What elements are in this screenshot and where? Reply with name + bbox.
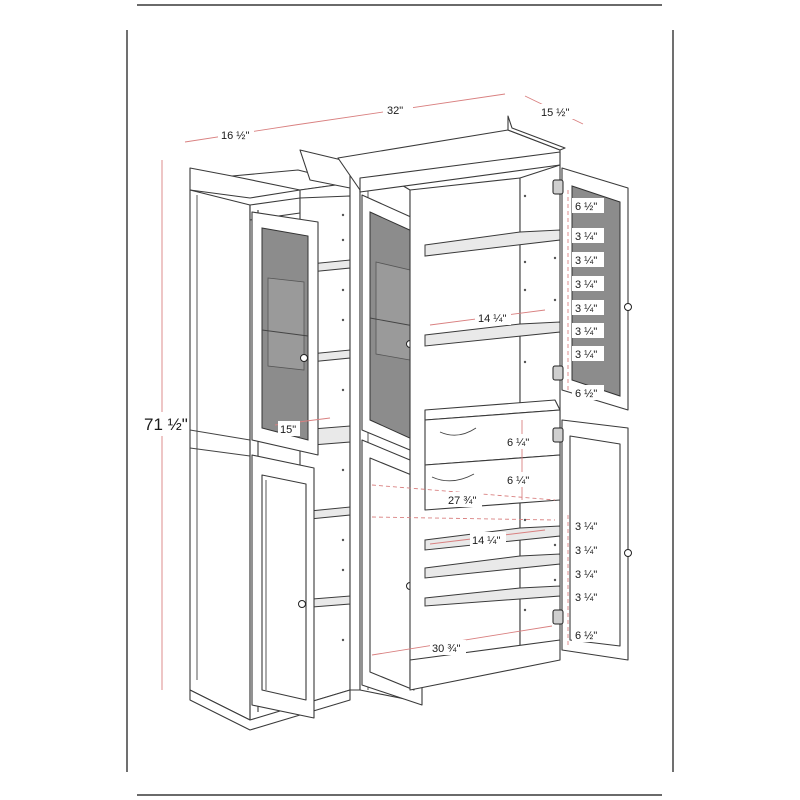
- shelf-pin-holes-main: [523, 194, 557, 612]
- drawer-lower: [424, 454, 561, 511]
- dim-label-upper-right: 6 ½": [575, 201, 597, 213]
- dim-label-lower-right: 3 ¼": [575, 521, 597, 533]
- dim-label-inner-30: 30 ¾": [432, 643, 460, 655]
- knob-icon: [298, 600, 306, 608]
- middle-cabinet: [299, 149, 423, 706]
- dim-label-upper-right: 6 ½": [575, 388, 597, 400]
- dim-label-shelf-upper: 14 ¼": [478, 313, 506, 325]
- dim-label-lower-right: 3 ¼": [575, 545, 597, 557]
- hinge-icon: [552, 427, 564, 443]
- hinge-icon: [552, 179, 564, 195]
- dim-label-upper-right: 3 ¼": [575, 255, 597, 267]
- dim-label-side: 16 ½": [221, 130, 249, 142]
- knob-icon: [624, 549, 632, 557]
- dim-label-upper-right: 3 ¼": [575, 326, 597, 338]
- left-solid-door: [251, 454, 315, 719]
- dim-label-lower-right: 3 ¼": [575, 592, 597, 604]
- middle-solid-door: [361, 439, 423, 706]
- dim-label-inner-27: 27 ¾": [448, 495, 476, 507]
- dim-label-upper-right: 3 ¼": [575, 231, 597, 243]
- left-cabinet: [189, 167, 351, 731]
- dim-label-height: 71 ½": [144, 415, 188, 434]
- middle-glass-door: [361, 194, 423, 456]
- dim-label-lower-right: 3 ¼": [575, 569, 597, 581]
- knob-icon: [300, 354, 308, 362]
- dimension-labels: 32" 15 ½" 16 ½" 71 ½" 15" 14 ¼" 14 ¼" 6 …: [142, 102, 604, 655]
- dim-label-glass-depth: 15": [280, 424, 296, 436]
- dim-label-drawer-b: 6 ¼": [507, 475, 529, 487]
- hinge-icon: [552, 609, 564, 625]
- dim-label-width: 32": [387, 105, 403, 117]
- hinge-icon: [552, 365, 564, 381]
- dim-label-lower-right: 6 ½": [575, 630, 597, 642]
- dim-label-shelf-lower: 14 ¼": [472, 535, 500, 547]
- dim-label-upper-right: 3 ¼": [575, 303, 597, 315]
- left-glass-door: [251, 211, 319, 456]
- shelf-pin-holes-left: [310, 213, 345, 642]
- page-frame: [126, 4, 674, 796]
- dim-label-depth: 15 ½": [541, 107, 569, 119]
- knob-icon: [624, 303, 632, 311]
- dim-label-upper-right: 3 ¼": [575, 279, 597, 291]
- hinge-icons: [552, 179, 564, 625]
- dim-label-drawer-a: 6 ¼": [507, 437, 529, 449]
- dim-label-upper-right: 3 ¼": [575, 349, 597, 361]
- right-solid-door: [561, 419, 632, 661]
